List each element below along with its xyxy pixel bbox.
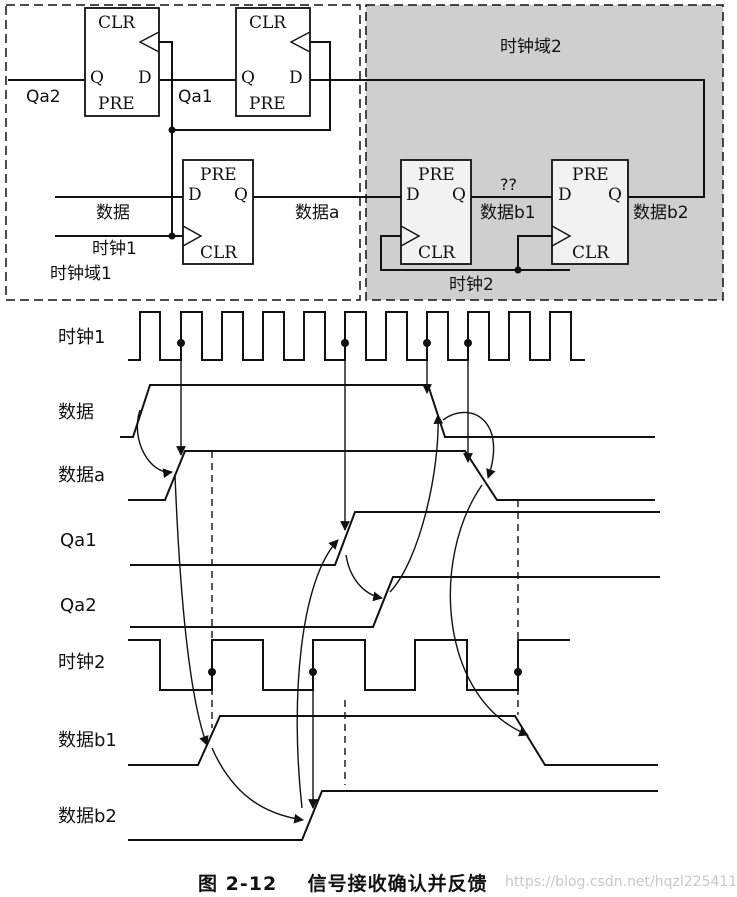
label-clk2: 时钟2 xyxy=(449,275,494,295)
waveform-data xyxy=(120,384,655,438)
clock-domain-1-region xyxy=(5,4,361,301)
waveform-qa2 xyxy=(130,576,660,628)
svg-text:D: D xyxy=(289,68,303,88)
figure-title: 信号接收确认并反馈 xyxy=(307,873,488,895)
timing-label-qa1: Qa1 xyxy=(60,530,97,551)
causality-arrows xyxy=(136,343,529,824)
waveform-clk1 xyxy=(128,311,585,361)
diagram-canvas: CLR Q D PRE CLR Q D PRE PRE D Q CLR PRE … xyxy=(5,4,724,841)
svg-text:PRE: PRE xyxy=(249,94,286,114)
waveform-qa1 xyxy=(130,511,660,566)
svg-text:D: D xyxy=(558,185,572,205)
flipflop-a1: CLR Q D PRE xyxy=(235,7,311,117)
label-data-b2: 数据b2 xyxy=(633,203,689,223)
svg-text:Q: Q xyxy=(234,185,248,205)
timing-label-data: 数据 xyxy=(58,402,94,423)
waveform-data-b1 xyxy=(128,715,658,766)
timing-label-data-b1: 数据b1 xyxy=(58,730,117,751)
label-clk1: 时钟1 xyxy=(92,239,137,259)
label-domain1: 时钟域1 xyxy=(50,264,112,284)
svg-text:PRE: PRE xyxy=(418,165,455,185)
label-qa1: Qa1 xyxy=(178,87,213,107)
timing-label-data-b2: 数据b2 xyxy=(58,806,117,827)
timing-label-clk1: 时钟1 xyxy=(58,327,105,348)
svg-text:CLR: CLR xyxy=(200,243,238,263)
figure-number: 图 2-12 xyxy=(198,873,278,895)
label-qa2: Qa2 xyxy=(26,87,61,107)
flipflop-a: PRE D Q CLR xyxy=(182,159,254,265)
svg-text:Q: Q xyxy=(241,68,255,88)
flipflop-a2: CLR Q D PRE xyxy=(84,7,160,117)
waveform-data-b2 xyxy=(128,790,658,841)
flipflop-b2: PRE D Q CLR xyxy=(551,159,629,265)
timing-label-clk2: 时钟2 xyxy=(58,652,105,673)
waveform-clk2 xyxy=(128,639,570,691)
label-data-a: 数据a xyxy=(295,203,339,223)
watermark: https://blog.csdn.net/hqzl225411 xyxy=(505,874,737,890)
svg-text:PRE: PRE xyxy=(200,165,237,185)
svg-text:CLR: CLR xyxy=(418,243,456,263)
label-domain2: 时钟域2 xyxy=(500,37,562,57)
svg-text:D: D xyxy=(138,68,152,88)
svg-text:Q: Q xyxy=(90,68,104,88)
svg-text:PRE: PRE xyxy=(572,165,609,185)
svg-text:Q: Q xyxy=(452,185,466,205)
dashed-guides xyxy=(211,451,519,785)
flipflop-b1: PRE D Q CLR xyxy=(400,159,472,265)
figure-caption: 图 2-12 信号接收确认并反馈 https://blog.csdn.net/h… xyxy=(0,866,737,896)
svg-text:Q: Q xyxy=(608,185,622,205)
sample-dots xyxy=(177,339,522,676)
svg-text:PRE: PRE xyxy=(98,94,135,114)
timing-label-qa2: Qa2 xyxy=(60,595,97,616)
timing-label-data-a: 数据a xyxy=(58,465,105,486)
label-data-input: 数据 xyxy=(96,203,130,223)
waveform-data-a xyxy=(128,450,655,501)
svg-text:CLR: CLR xyxy=(98,13,136,33)
svg-text:CLR: CLR xyxy=(249,13,287,33)
label-unknown: ?? xyxy=(500,175,517,194)
label-data-b1: 数据b1 xyxy=(480,203,536,223)
svg-text:CLR: CLR xyxy=(572,243,610,263)
svg-text:D: D xyxy=(188,185,202,205)
svg-text:D: D xyxy=(406,185,420,205)
circuit-wires xyxy=(8,41,705,274)
